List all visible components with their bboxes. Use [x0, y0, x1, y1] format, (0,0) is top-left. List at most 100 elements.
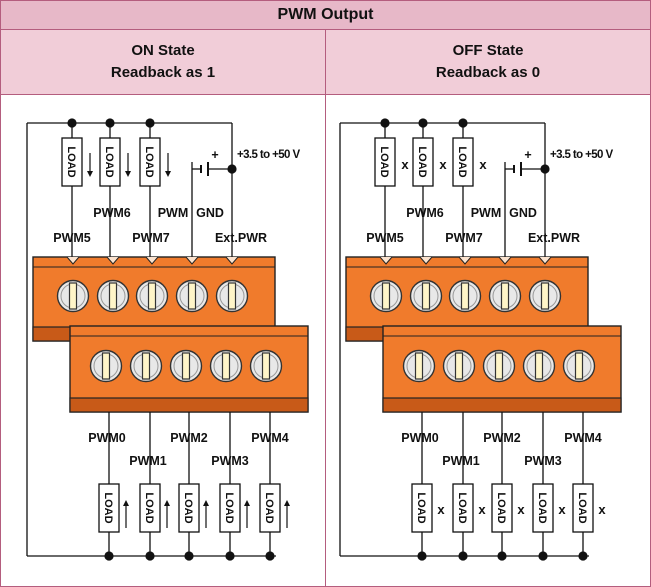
left-panel-diagram: LOAD LOAD LOAD + +3.5 to +50 V PWM5PWM6PWM7PW…: [26, 118, 309, 561]
open-circuit-x-mark: x: [478, 502, 486, 517]
pin-label-pwm2: PWM2: [483, 431, 521, 445]
pin-label-pwm7: PWM7: [132, 231, 170, 245]
terminal-notch: [379, 256, 393, 265]
junction-dot: [458, 551, 468, 561]
screw-slot: [227, 282, 237, 310]
load-label: LOAD: [143, 492, 155, 523]
load-label: LOAD: [102, 492, 114, 523]
terminal-screw: [482, 349, 516, 383]
screw-slot: [181, 352, 191, 380]
terminal-lip: [382, 397, 622, 413]
off-state-title: OFF State: [452, 42, 524, 59]
terminal-screw: [209, 349, 243, 383]
plus-sign: +: [524, 148, 531, 162]
junction-dot: [225, 551, 235, 561]
load-label: LOAD: [182, 492, 194, 523]
on-state-title: ON State: [131, 42, 195, 59]
load-label: LOAD: [263, 492, 275, 523]
load-label: LOAD: [416, 146, 428, 177]
plus-sign: +: [211, 148, 218, 162]
terminal-screw: [488, 279, 522, 313]
terminal-screw: [215, 279, 249, 313]
current-arrow-up-icon: [244, 500, 250, 506]
open-circuit-x-mark: x: [437, 502, 445, 517]
current-arrow-down-icon: [87, 171, 93, 177]
supply-voltage-label: +3.5 to +50 V: [550, 149, 613, 161]
pin-label-pwm5: PWM5: [366, 231, 404, 245]
load-label: LOAD: [103, 146, 115, 177]
terminal-screw: [448, 279, 482, 313]
screw-slot: [421, 282, 431, 310]
terminal-screw: [175, 279, 209, 313]
pin-label-pwm7: PWM7: [445, 231, 483, 245]
terminal-notch: [458, 256, 472, 265]
load-label: LOAD: [378, 146, 390, 177]
pin-label-pwm5: PWM5: [53, 231, 91, 245]
screw-slot: [414, 352, 424, 380]
junction-dot: [184, 551, 194, 561]
screw-slot: [101, 352, 111, 380]
terminal-notch: [145, 256, 159, 265]
screw-slot: [460, 282, 470, 310]
load-label: LOAD: [495, 492, 507, 523]
screw-slot: [147, 282, 157, 310]
pin-label-pwm1: PWM1: [129, 454, 167, 468]
load-label: LOAD: [536, 492, 548, 523]
pin-label-pwm6: PWM6: [93, 206, 131, 220]
pin-label-gnd: GND: [196, 206, 224, 220]
current-arrow-down-icon: [165, 171, 171, 177]
open-circuit-x-mark: x: [401, 157, 409, 172]
screw-slot: [108, 282, 118, 310]
pin-label-ext-pwr: Ext.PWR: [528, 231, 580, 245]
supply-voltage-label: +3.5 to +50 V: [237, 149, 300, 161]
open-circuit-x-mark: x: [479, 157, 487, 172]
terminal-screw: [56, 279, 90, 313]
load-label: LOAD: [456, 492, 468, 523]
load-label: LOAD: [65, 146, 77, 177]
terminal-notch: [106, 256, 120, 265]
pin-label-pwm0: PWM0: [401, 431, 439, 445]
terminal-block: [69, 325, 309, 413]
terminal-notch: [538, 256, 552, 265]
on-state-heading: ON State Readback as 1: [1, 30, 326, 95]
current-arrow-up-icon: [164, 500, 170, 506]
pin-label-pwm: PWM: [471, 206, 502, 220]
terminal-screw: [96, 279, 130, 313]
pin-label-pwm0: PWM0: [88, 431, 126, 445]
load-label: LOAD: [143, 146, 155, 177]
terminal-screw: [562, 349, 596, 383]
terminal-screw: [409, 279, 443, 313]
terminal-screw: [528, 279, 562, 313]
pin-label-pwm6: PWM6: [406, 206, 444, 220]
junction-dot: [497, 551, 507, 561]
on-state-subtitle: Readback as 1: [110, 64, 216, 81]
pin-label-pwm2: PWM2: [170, 431, 208, 445]
terminal-screw: [249, 349, 283, 383]
current-arrow-up-icon: [123, 500, 129, 506]
junction-dot: [538, 551, 548, 561]
screw-slot: [221, 352, 231, 380]
screw-slot: [141, 352, 151, 380]
terminal-lip: [69, 397, 309, 413]
screw-slot: [540, 282, 550, 310]
terminal-notch: [498, 256, 512, 265]
screw-slot: [494, 352, 504, 380]
junction-dot: [578, 551, 588, 561]
load-label: LOAD: [456, 146, 468, 177]
terminal-screw: [522, 349, 556, 383]
terminal-screw: [129, 349, 163, 383]
open-circuit-x-mark: x: [558, 502, 566, 517]
pin-label-gnd: GND: [509, 206, 537, 220]
junction-dot: [417, 551, 427, 561]
terminal-notch: [66, 256, 80, 265]
pin-label-pwm3: PWM3: [524, 454, 562, 468]
screw-slot: [68, 282, 78, 310]
load-label: LOAD: [576, 492, 588, 523]
load-label: LOAD: [415, 492, 427, 523]
column-divider: [325, 94, 326, 586]
off-state-heading: OFF State Readback as 0: [326, 30, 650, 95]
terminal-notch: [225, 256, 239, 265]
pin-label-pwm1: PWM1: [442, 454, 480, 468]
panel-title: PWM Output: [1, 1, 650, 30]
